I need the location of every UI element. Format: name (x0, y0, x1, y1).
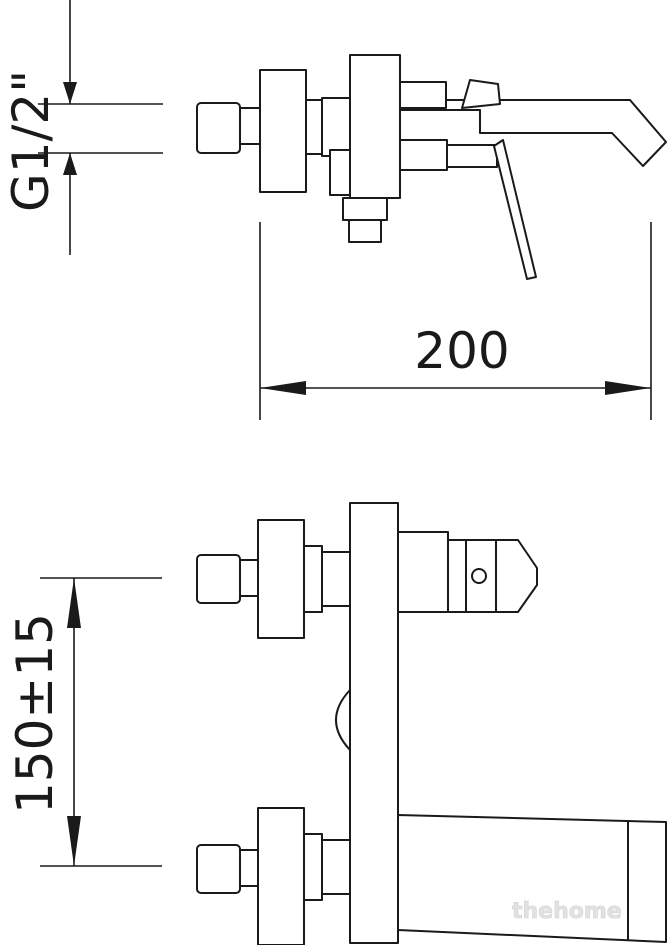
body-plate (349, 502, 399, 944)
body-neck (321, 97, 351, 157)
lower-connector (321, 839, 351, 895)
side-view (196, 54, 667, 280)
escutcheon-ring (305, 99, 323, 155)
watermark: thehome (512, 899, 622, 924)
thread-size-label: G1/2" (2, 70, 60, 212)
lower-nut (239, 849, 259, 887)
upper-connector (321, 551, 351, 607)
width-dimension: 200 (259, 222, 652, 420)
thread-dimension: G1/2" (2, 0, 163, 255)
lower-escutcheon (257, 807, 305, 945)
lower-escutcheon-ring (303, 833, 323, 901)
upper-escutcheon-ring (303, 545, 323, 613)
spout-side (394, 99, 667, 167)
spacing-dimension: 150±15 (6, 577, 162, 867)
lever-pivot (446, 144, 498, 168)
spout-front (397, 814, 667, 943)
diverter-top (342, 197, 388, 221)
central-body (349, 54, 401, 199)
spacing-label: 150±15 (6, 613, 64, 814)
escutcheon-side (259, 69, 307, 193)
diverter-knob (335, 689, 351, 751)
inlet-fitting (196, 102, 241, 154)
width-label: 200 (414, 322, 509, 380)
cartridge-housing (397, 531, 449, 613)
lower-inlet (196, 844, 241, 894)
lever-handle-top (461, 79, 501, 109)
body-collar (399, 81, 447, 109)
eccentric-nut (239, 107, 261, 145)
body-lower-neck (329, 149, 351, 196)
cartridge-handle (447, 539, 538, 613)
lever-arm (493, 139, 537, 280)
upper-nut (239, 559, 259, 597)
connector-block (394, 139, 448, 171)
handle-indicator-dot (471, 568, 487, 584)
upper-escutcheon (257, 519, 305, 639)
upper-inlet (196, 554, 241, 604)
front-view (196, 502, 667, 945)
diverter-bottom (348, 219, 382, 243)
